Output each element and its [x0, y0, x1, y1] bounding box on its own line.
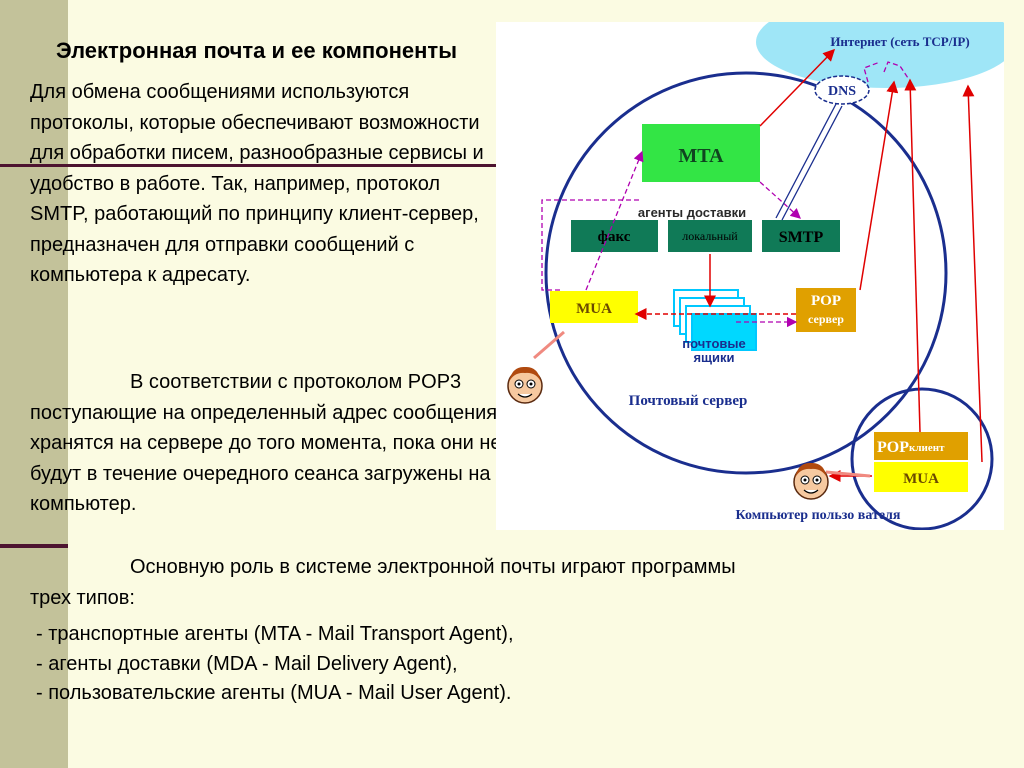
delivery-agents-label: агенты доставки — [638, 205, 746, 220]
smtp-label: SMTP — [779, 229, 824, 246]
client-mua-box — [874, 462, 968, 492]
arrows-magenta — [541, 61, 909, 328]
local-label: локальный — [682, 229, 738, 243]
user-computer-label: Компьютер пользо вателя — [736, 508, 901, 523]
paragraph-programs: Основную роль в системе электронной почт… — [30, 556, 736, 609]
mail-server-circle — [544, 71, 948, 475]
mta-box — [642, 124, 760, 182]
mailboxes-label-2: ящики — [693, 350, 734, 365]
pop-client-box — [874, 432, 968, 460]
dns-node — [814, 75, 870, 105]
fax-label: факс — [598, 229, 631, 245]
user-link-server — [533, 330, 565, 360]
client-mua-label: MUA — [903, 471, 939, 487]
horizontal-rule-bottom — [0, 544, 68, 548]
paragraph-smtp: Для обмена сообщениями используются прот… — [30, 81, 484, 286]
user-computer-circle — [850, 387, 994, 530]
pop-server-label-2: сервер — [808, 312, 844, 326]
server-mua-label: MUA — [576, 301, 612, 317]
arrows-red — [634, 48, 983, 482]
left-accent-bar — [0, 0, 68, 768]
dns-label: DNS — [828, 84, 856, 99]
agent-list: - транспортные агенты (MTA - Mail Transp… — [36, 620, 514, 709]
server-mua-box — [550, 291, 638, 323]
horizontal-rule-top — [0, 164, 496, 167]
local-box — [668, 220, 752, 252]
pop-server-box — [796, 288, 856, 332]
mailboxes-label-1: почтовые — [682, 336, 745, 351]
list-item-mua: - пользовательские агенты (MUA - Mail Us… — [36, 682, 512, 704]
list-item-mta: - транспортные агенты (MTA - Mail Transp… — [36, 623, 514, 645]
email-architecture-diagram: Интернет (сеть TCP/IP) DNS MTA агенты до… — [496, 22, 1004, 530]
pop-client-label: POPклиент — [877, 439, 945, 456]
smtp-box — [762, 220, 840, 252]
mail-server-label: Почтовый сервер — [629, 393, 748, 409]
fax-box — [571, 220, 658, 252]
user-face-icon — [793, 462, 829, 500]
internet-cloud — [756, 22, 1004, 88]
paragraph-pop3: В соответствии с протоколом POP3 поступа… — [30, 371, 502, 515]
dns-link — [775, 103, 843, 221]
user-face-icon — [507, 366, 543, 404]
internet-label: Интернет (сеть TCP/IP) — [830, 34, 969, 49]
pop-server-label-1: POP — [811, 293, 841, 309]
list-item-mda: - агенты доставки (MDA - Mail Delivery A… — [36, 652, 458, 675]
slide-title: Электронная почта и ее компоненты — [56, 38, 457, 63]
mta-label: MTA — [678, 145, 724, 167]
user-link-client — [825, 470, 871, 478]
